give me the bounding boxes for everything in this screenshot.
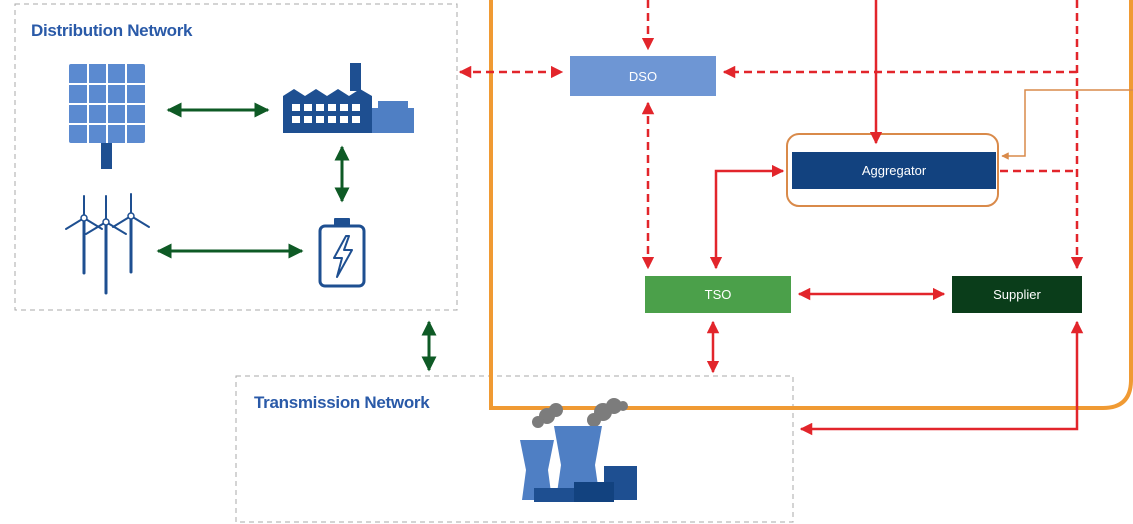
supplier-powerplant-arrow — [799, 320, 1084, 436]
tso-box[interactable] — [645, 276, 791, 313]
aggregator-label: Aggregator — [862, 163, 927, 178]
wind-turbines-icon — [65, 193, 150, 295]
tso-label: TSO — [705, 287, 732, 302]
aggregator-box[interactable] — [792, 152, 996, 189]
transmission-network-label: Transmission Network — [254, 393, 430, 412]
physical-flow-arrows — [156, 102, 437, 372]
solid-info-arrows — [706, 0, 1084, 436]
supplier-box[interactable] — [952, 276, 1082, 313]
dso-label: DSO — [629, 69, 657, 84]
network-boundary-line — [489, 0, 1133, 410]
tso-aggregator-arrow — [709, 164, 785, 270]
aggregator-frame — [786, 133, 999, 207]
power-plant-icon — [520, 398, 637, 502]
solar-panel-icon — [69, 64, 145, 169]
dso-box[interactable] — [570, 56, 716, 96]
external-to-aggregator-line — [1001, 89, 1133, 160]
distribution-network-zone — [14, 3, 458, 311]
transmission-network-zone — [235, 375, 794, 523]
distribution-network-label: Distribution Network — [31, 21, 193, 40]
dashed-info-arrows — [458, 0, 1084, 270]
battery-icon — [318, 218, 366, 288]
factory-icon — [283, 63, 414, 133]
supplier-label: Supplier — [993, 287, 1041, 302]
